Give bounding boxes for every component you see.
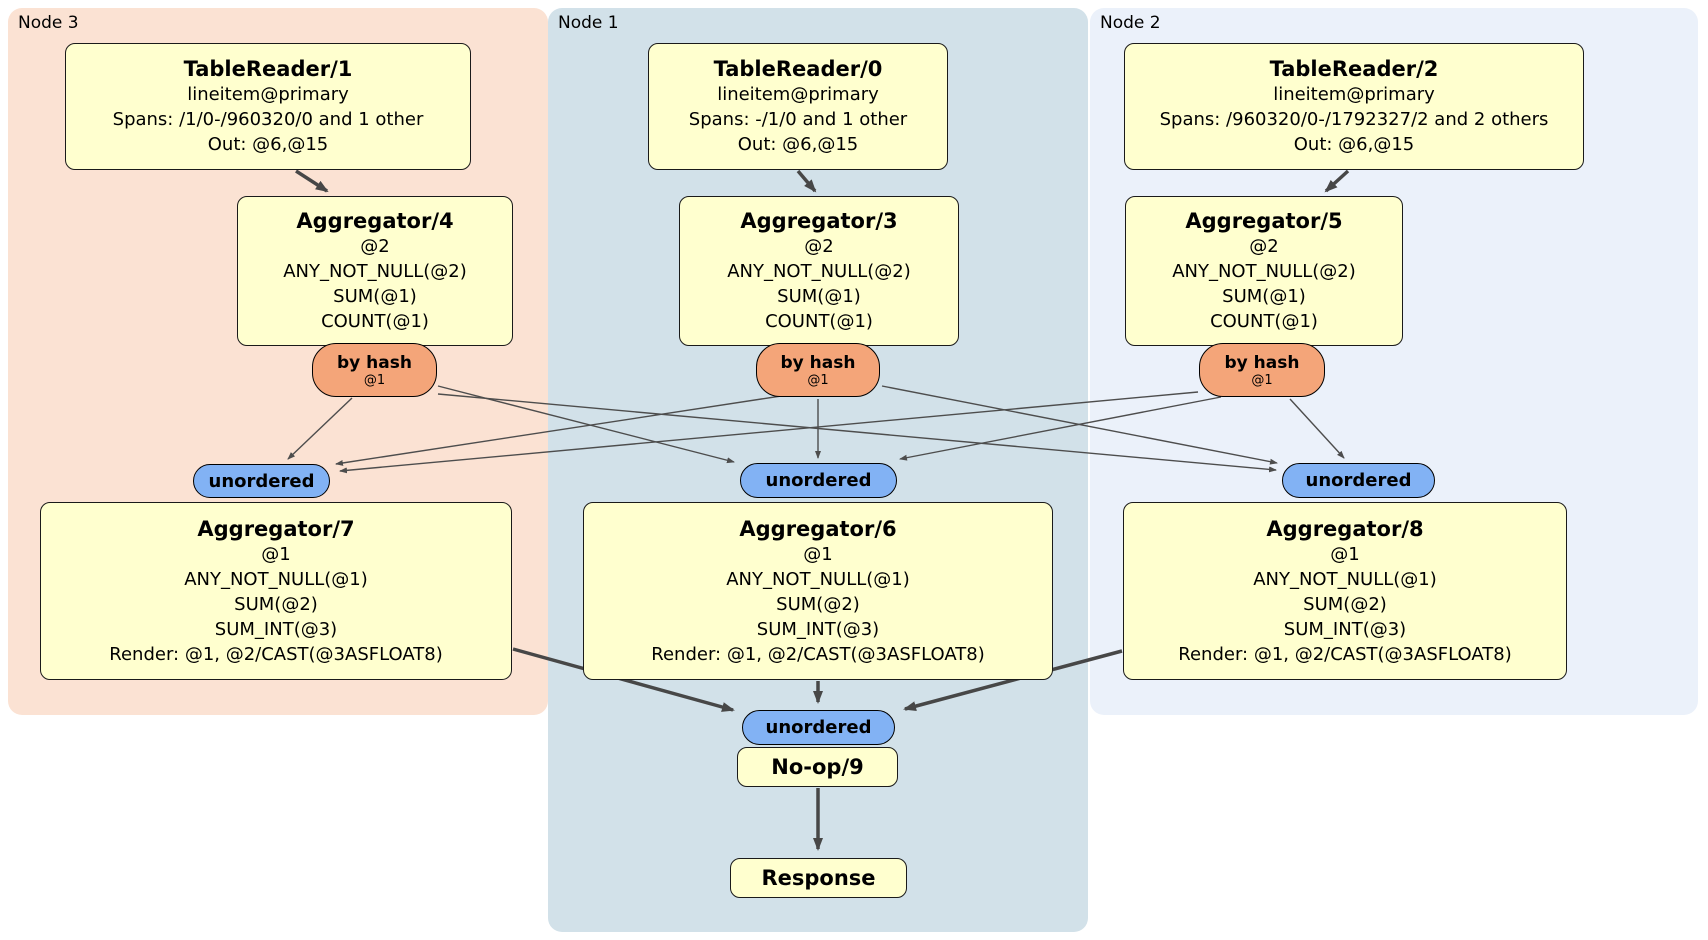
- router-detail: @1: [363, 372, 386, 388]
- region-label-node3: Node 3: [18, 13, 79, 33]
- sync-unordered-9: unordered: [742, 710, 895, 745]
- router-detail: @1: [807, 372, 829, 388]
- router-label: by hash: [780, 352, 856, 373]
- processor-aggregator-6: Aggregator/6 @1 ANY_NOT_NULL(@1) SUM(@2)…: [583, 502, 1053, 680]
- processor-line: ANY_NOT_NULL(@2): [727, 261, 911, 282]
- processor-line: lineitem@primary: [717, 84, 879, 105]
- processor-aggregator-8: Aggregator/8 @1 ANY_NOT_NULL(@1) SUM(@2)…: [1123, 502, 1567, 680]
- processor-line: SUM_INT(@3): [214, 618, 338, 640]
- processor-line: Render: @1, @2/CAST(@3ASFLOAT8): [651, 643, 985, 665]
- stream-edge: [796, 169, 817, 193]
- processor-line: Spans: -/1/0 and 1 other: [688, 109, 908, 130]
- sync-unordered-7: unordered: [193, 464, 330, 498]
- processor-line: SUM(@2): [234, 593, 318, 615]
- router-label: by hash: [1224, 352, 1300, 373]
- processor-title: Aggregator/5: [1185, 209, 1343, 233]
- processor-line: Out: @6,@15: [207, 134, 329, 155]
- processor-tablereader-0: TableReader/0 lineitem@primary Spans: -/…: [648, 43, 948, 170]
- stream-edge: [339, 391, 1199, 474]
- processor-line: SUM(@1): [333, 286, 417, 307]
- processor-line: @2: [1249, 236, 1279, 257]
- stream-edge: [899, 396, 1222, 461]
- region-label-node2: Node 2: [1100, 13, 1161, 33]
- processor-title: TableReader/0: [713, 57, 883, 81]
- processor-line: Render: @1, @2/CAST(@3ASFLOAT8): [109, 643, 443, 665]
- processor-title: Aggregator/4: [296, 209, 454, 233]
- sync-label: unordered: [765, 470, 872, 491]
- processor-line: ANY_NOT_NULL(@1): [1253, 568, 1437, 590]
- processor-tablereader-1: TableReader/1 lineitem@primary Spans: /1…: [65, 43, 471, 170]
- router-by-hash-4: by hash @1: [312, 343, 437, 397]
- processor-title: TableReader/1: [183, 57, 353, 81]
- stream-edge: [903, 649, 1123, 711]
- stream-edge: [1324, 169, 1350, 193]
- processor-line: SUM(@2): [1303, 593, 1387, 615]
- processor-title: Aggregator/3: [740, 209, 898, 233]
- processor-line: @1: [261, 543, 291, 565]
- processor-aggregator-5: Aggregator/5 @2 ANY_NOT_NULL(@2) SUM(@1)…: [1125, 196, 1403, 346]
- processor-noop-9: No-op/9: [737, 747, 898, 787]
- processor-line: @2: [804, 236, 834, 257]
- stream-edge: [335, 395, 782, 466]
- processor-line: ANY_NOT_NULL(@1): [726, 568, 910, 590]
- stream-edge: [1289, 398, 1345, 459]
- processor-title: Aggregator/6: [739, 516, 897, 541]
- processor-tablereader-2: TableReader/2 lineitem@primary Spans: /9…: [1124, 43, 1584, 170]
- processor-line: ANY_NOT_NULL(@2): [283, 261, 467, 282]
- processor-line: COUNT(@1): [1210, 311, 1318, 332]
- sync-unordered-8: unordered: [1282, 463, 1435, 498]
- processor-line: lineitem@primary: [1273, 84, 1435, 105]
- sync-label: unordered: [765, 717, 872, 738]
- processor-line: @1: [1330, 543, 1360, 565]
- processor-line: SUM(@1): [1222, 286, 1306, 307]
- region-label-node1: Node 1: [558, 13, 619, 33]
- router-by-hash-3: by hash @1: [756, 343, 880, 397]
- processor-line: Spans: /1/0-/960320/0 and 1 other: [112, 109, 424, 130]
- processor-line: ANY_NOT_NULL(@1): [184, 568, 368, 590]
- router-by-hash-5: by hash @1: [1199, 343, 1325, 397]
- processor-title: TableReader/2: [1269, 57, 1439, 81]
- processor-line: ANY_NOT_NULL(@2): [1172, 261, 1356, 282]
- processor-line: COUNT(@1): [321, 311, 429, 332]
- processor-title: No-op/9: [771, 755, 864, 779]
- processor-line: lineitem@primary: [187, 84, 349, 105]
- processor-aggregator-4: Aggregator/4 @2 ANY_NOT_NULL(@2) SUM(@1)…: [237, 196, 513, 346]
- processor-line: Spans: /960320/0-/1792327/2 and 2 others: [1159, 109, 1549, 130]
- processor-response: Response: [730, 858, 907, 898]
- processor-line: COUNT(@1): [765, 311, 873, 332]
- sync-unordered-6: unordered: [740, 463, 897, 498]
- stream-edge: [295, 169, 329, 193]
- processor-line: Out: @6,@15: [737, 134, 859, 155]
- sync-label: unordered: [1305, 470, 1412, 491]
- processor-line: SUM_INT(@3): [756, 618, 880, 640]
- processor-line: @1: [803, 543, 833, 565]
- processor-aggregator-3: Aggregator/3 @2 ANY_NOT_NULL(@2) SUM(@1)…: [679, 196, 959, 346]
- router-label: by hash: [337, 352, 412, 373]
- stream-edge: [287, 397, 353, 460]
- processor-line: SUM(@2): [776, 593, 860, 615]
- router-detail: @1: [1251, 372, 1273, 388]
- processor-title: Response: [761, 866, 876, 890]
- processor-line: SUM(@1): [777, 286, 861, 307]
- processor-line: Out: @6,@15: [1293, 134, 1415, 155]
- processor-line: SUM_INT(@3): [1283, 618, 1407, 640]
- stream-edge: [437, 393, 1277, 473]
- processor-title: Aggregator/7: [197, 516, 355, 541]
- processor-title: Aggregator/8: [1266, 516, 1424, 541]
- processor-line: Render: @1, @2/CAST(@3ASFLOAT8): [1178, 643, 1512, 665]
- processor-line: @2: [360, 236, 390, 257]
- sync-label: unordered: [208, 470, 315, 492]
- processor-aggregator-7: Aggregator/7 @1 ANY_NOT_NULL(@1) SUM(@2)…: [40, 502, 512, 680]
